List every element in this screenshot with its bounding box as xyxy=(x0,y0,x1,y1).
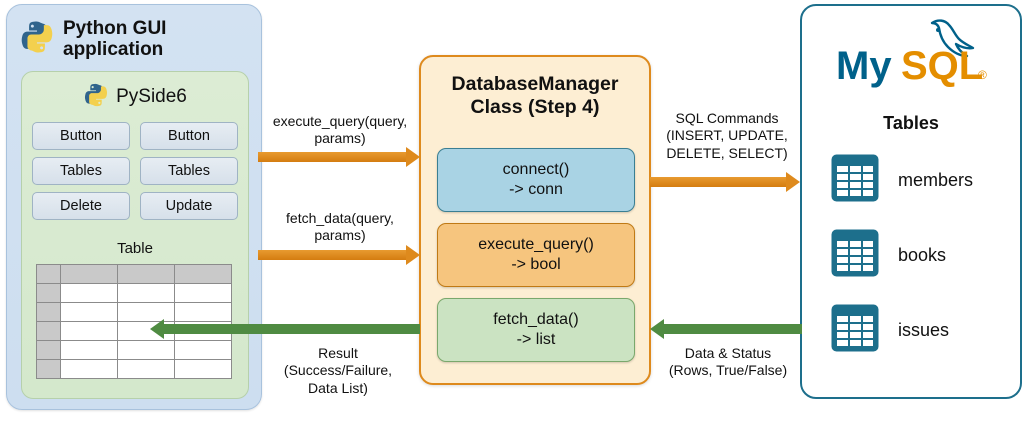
pyside6-header: PySide6 xyxy=(22,80,248,114)
mysql-database-panel: My SQL ® Tables members xyxy=(800,4,1022,399)
arrow-result-return xyxy=(150,319,420,339)
mysql-table-name-books: books xyxy=(898,244,947,265)
table-caption: Table xyxy=(117,240,153,257)
method-box-fetch-data[interactable]: fetch_data() -> list xyxy=(437,298,635,362)
method-box-connect[interactable]: connect() -> conn xyxy=(437,148,635,212)
gui-button-0[interactable]: Button xyxy=(32,122,130,150)
arrow-data-status-return xyxy=(650,319,802,339)
gui-button-tables-right[interactable]: Tables xyxy=(140,157,238,185)
edge-label-sql-commands: SQL Commands (INSERT, UPDATE, DELETE, SE… xyxy=(666,110,788,161)
svg-text:My: My xyxy=(836,44,892,88)
table-row[interactable] xyxy=(36,340,232,360)
python-logo-icon xyxy=(19,19,55,60)
mysql-table-books[interactable]: books xyxy=(830,229,1010,281)
method-return-execute-query: -> bool xyxy=(511,256,561,273)
mysql-table-issues[interactable]: issues xyxy=(830,304,1010,356)
edge-label-data-status-return: Data & Status (Rows, True/False) xyxy=(668,345,788,379)
mysql-logo: My SQL ® xyxy=(802,14,1020,92)
gui-button-update[interactable]: Update xyxy=(140,192,238,220)
method-name-execute-query: execute_query() xyxy=(478,236,594,253)
method-name-fetch-data: fetch_data() xyxy=(493,311,579,328)
python-logo-icon xyxy=(83,82,109,113)
table-row[interactable] xyxy=(36,359,232,379)
gui-button-grid: Button Button Tables Tables Delete Updat… xyxy=(32,122,238,220)
mysql-tables-label: Tables xyxy=(883,113,939,133)
app-header: Python GUI application xyxy=(19,11,251,67)
gui-data-table[interactable] xyxy=(36,264,232,379)
app-panel-title: Python GUI application xyxy=(63,17,167,60)
python-gui-application-panel: Python GUI application PySide6 Button Bu… xyxy=(6,4,262,410)
edge-label-execute-query-call: execute_query(query, params) xyxy=(272,113,408,147)
table-grid-icon xyxy=(830,228,880,283)
gui-button-1[interactable]: Button xyxy=(140,122,238,150)
svg-text:®: ® xyxy=(978,68,987,82)
pyside6-label: PySide6 xyxy=(116,86,187,107)
table-header-row xyxy=(36,264,232,284)
svg-text:SQL: SQL xyxy=(901,44,983,88)
arrow-sql-commands xyxy=(650,172,800,192)
method-name-connect: connect() xyxy=(502,161,570,178)
database-manager-title: DatabaseManager Class (Step 4) xyxy=(451,73,619,118)
mysql-dolphin-icon: My SQL ® xyxy=(836,19,987,88)
mysql-table-members[interactable]: members xyxy=(830,154,1010,206)
arrow-execute-query-call xyxy=(258,147,420,167)
mysql-table-name-members: members xyxy=(898,169,974,190)
mysql-table-name-issues: issues xyxy=(898,319,950,340)
table-row[interactable] xyxy=(36,283,232,303)
edge-label-result-return: Result (Success/Failure, Data List) xyxy=(283,345,393,396)
table-grid-icon xyxy=(830,153,880,208)
table-row[interactable] xyxy=(36,302,232,322)
gui-button-delete[interactable]: Delete xyxy=(32,192,130,220)
method-return-fetch-data: -> list xyxy=(516,331,556,348)
database-manager-panel: DatabaseManager Class (Step 4) connect()… xyxy=(419,55,651,385)
pyside6-panel: PySide6 Button Button Tables Tables Dele… xyxy=(21,71,249,399)
edge-label-fetch-data-call: fetch_data(query, params) xyxy=(286,210,394,244)
gui-button-tables-left[interactable]: Tables xyxy=(32,157,130,185)
arrow-fetch-data-call xyxy=(258,245,420,265)
method-return-connect: -> conn xyxy=(509,181,563,198)
table-grid-icon xyxy=(830,303,880,358)
method-box-execute-query[interactable]: execute_query() -> bool xyxy=(437,223,635,287)
